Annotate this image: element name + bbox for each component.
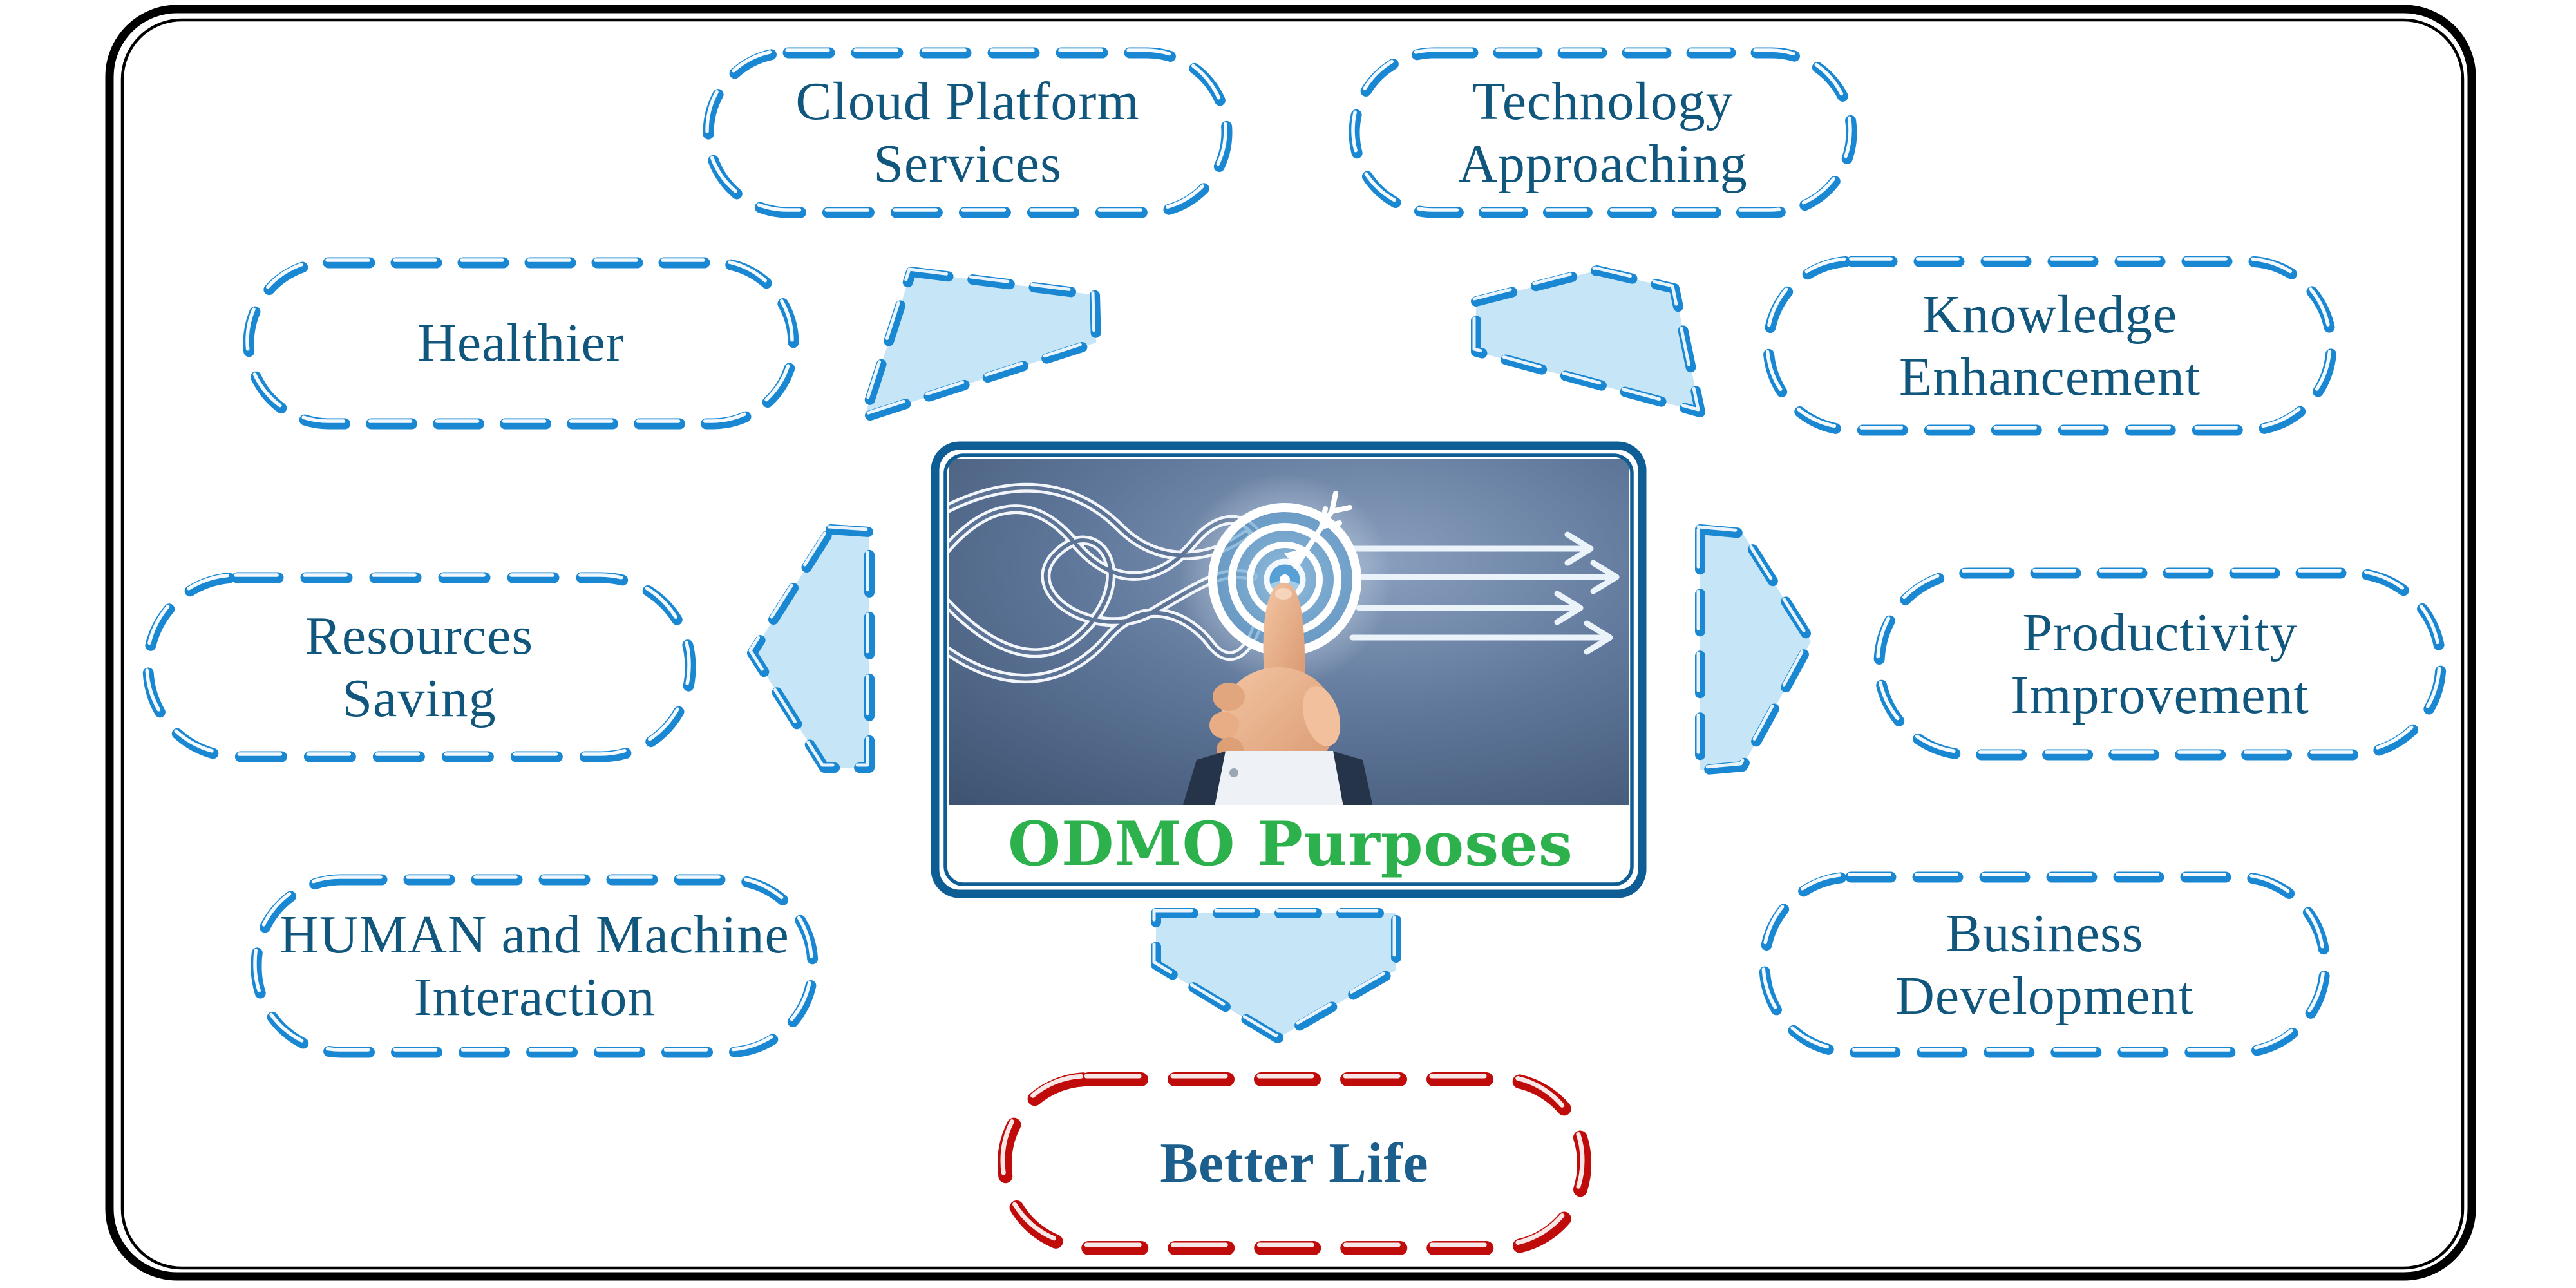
bubble-outline-technology-approaching bbox=[1349, 47, 1857, 218]
center-image-box bbox=[931, 441, 1647, 898]
node-label-productivity-improvement: Productivity Improvement bbox=[2011, 602, 2309, 725]
target-icon bbox=[1179, 473, 1391, 686]
center-photo bbox=[949, 459, 1629, 807]
node-label-healthier: Healthier bbox=[417, 313, 625, 374]
flow-arrow-left bbox=[747, 524, 875, 773]
bubble-outline-cloud-platform-services bbox=[703, 47, 1233, 218]
node-label-knowledge-enhancement: Knowledge Enhancement bbox=[1899, 284, 2201, 407]
outer-frame bbox=[105, 5, 2476, 1281]
center-title: ODMO Purposes bbox=[1008, 809, 1573, 880]
bubble-outline-better-life bbox=[998, 1072, 1591, 1255]
dart-icon bbox=[1284, 491, 1352, 569]
flow-arrow-top-right bbox=[1471, 265, 1705, 417]
shirt-cuff-graphic bbox=[1182, 751, 1373, 807]
node-label-business-development: Business Development bbox=[1895, 903, 2194, 1026]
flow-arrows bbox=[747, 265, 1816, 1043]
bubble-outline-knowledge-enhancement bbox=[1763, 256, 2337, 436]
bubble-outline-healthier bbox=[243, 257, 799, 430]
bubble-outline-productivity-improvement bbox=[1873, 567, 2447, 761]
caption-band bbox=[949, 805, 1629, 881]
node-label-human-machine-interaction: HUMAN and Machine Interaction bbox=[279, 904, 790, 1027]
bubble-outline-human-machine-interaction bbox=[251, 874, 819, 1058]
bubble-outlines bbox=[142, 47, 2447, 1255]
straight-arrows-graphic bbox=[1349, 531, 1620, 655]
node-label-resources-saving: Resources Saving bbox=[305, 605, 534, 728]
flow-arrow-top-left bbox=[859, 267, 1101, 422]
node-label-better-life: Better Life bbox=[1160, 1132, 1429, 1195]
node-label-cloud-platform-services: Cloud Platform Services bbox=[795, 71, 1140, 194]
flow-arrow-right bbox=[1695, 524, 1816, 775]
center-box-border bbox=[931, 441, 1647, 898]
node-label-technology-approaching: Technology Approaching bbox=[1458, 71, 1748, 194]
bubble-outline-resources-saving bbox=[142, 572, 696, 762]
flow-arrow-bottom bbox=[1151, 908, 1401, 1043]
